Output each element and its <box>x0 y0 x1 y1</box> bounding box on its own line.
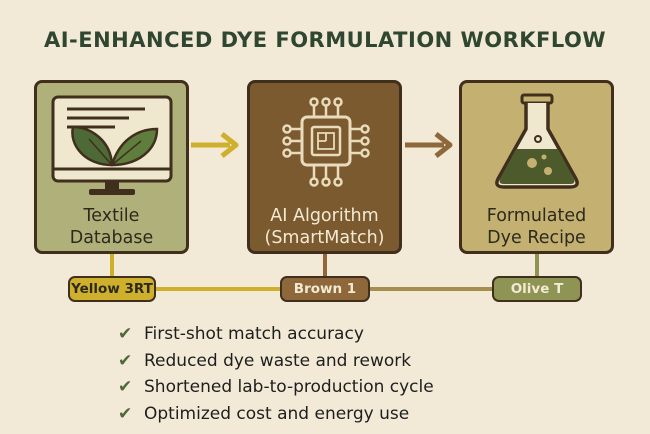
step-textile-database: Textile Database <box>34 80 189 254</box>
step-ai-algorithm: AI Algorithm (SmartMatch) <box>247 80 402 254</box>
benefit-text: Optimized cost and energy use <box>144 403 410 424</box>
check-icon: ✔ <box>118 377 133 398</box>
step-3-label-line1: Formulated <box>486 206 587 226</box>
diagram-title: AI-ENHANCED DYE FORMULATION WORKFLOW <box>43 28 607 52</box>
step-1-label-line2: Database <box>69 228 154 248</box>
check-icon: ✔ <box>118 324 133 345</box>
arrow-1 <box>191 132 239 158</box>
step-2-label-line1: AI Algorithm <box>270 206 379 226</box>
step-1-label-line1: Textile <box>83 206 140 226</box>
check-icon: ✔ <box>118 350 133 371</box>
check-icon: ✔ <box>118 403 133 424</box>
dye-pill-yellow: Yellow 3RT <box>68 276 156 302</box>
benefit-item: ✔ Optimized cost and energy use <box>118 401 434 428</box>
benefits-list: ✔ First-shot match accuracy ✔ Reduced dy… <box>118 321 434 427</box>
benefit-item: ✔ First-shot match accuracy <box>118 321 434 348</box>
monitor-leaf-icon <box>51 95 173 195</box>
chip-icon <box>282 97 370 187</box>
benefit-item: ✔ Shortened lab-to-production cycle <box>118 374 434 401</box>
benefit-text: Reduced dye waste and rework <box>144 350 412 371</box>
dye-pill-brown: Brown 1 <box>280 276 370 302</box>
dye-pill-olive: Olive T <box>492 276 582 302</box>
step-formulated-dye-recipe: Formulated Dye Recipe <box>459 80 614 254</box>
flask-icon <box>495 93 579 189</box>
step-3-label-line2: Dye Recipe <box>487 228 586 248</box>
arrow-2 <box>405 132 453 158</box>
benefit-item: ✔ Reduced dye waste and rework <box>118 348 434 375</box>
step-2-label-line2: (SmartMatch) <box>264 228 385 248</box>
benefit-text: First-shot match accuracy <box>144 324 364 345</box>
benefit-text: Shortened lab-to-production cycle <box>144 377 434 398</box>
